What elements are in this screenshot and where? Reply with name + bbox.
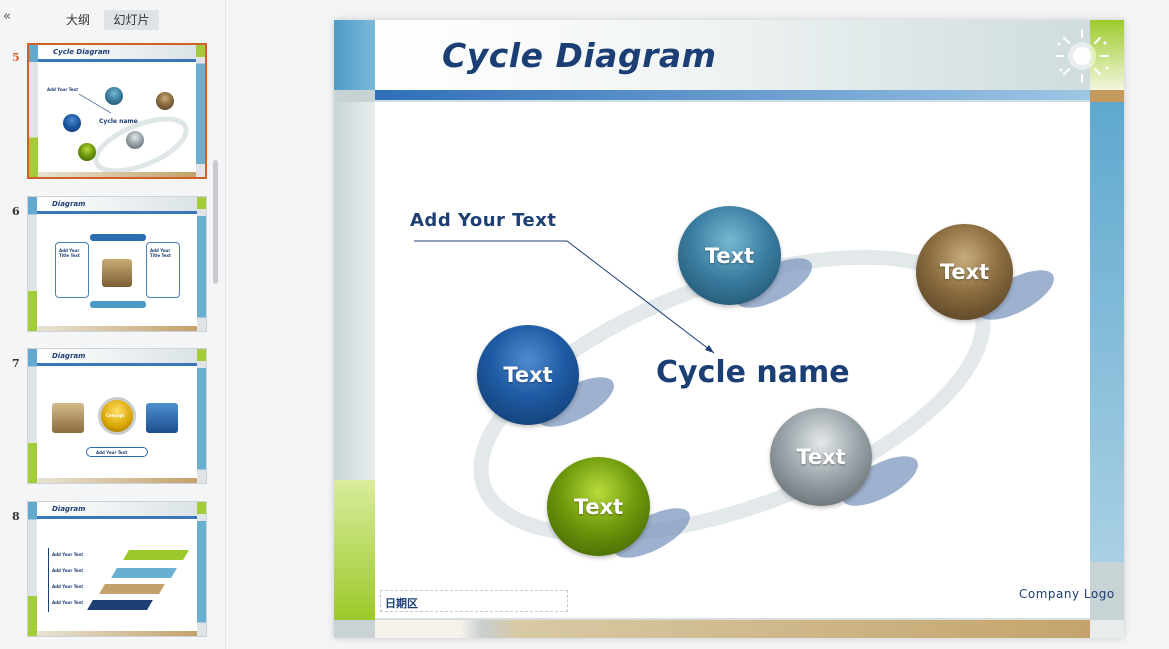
thumb-bar	[90, 301, 146, 308]
slide-thumbnail-7[interactable]: Diagram Concept Add Your Text	[27, 348, 207, 484]
thumb-label: Concept	[106, 413, 124, 418]
tab-outline[interactable]: 大纲	[60, 10, 96, 30]
thumb-node	[63, 114, 81, 132]
thumb-footer	[37, 326, 197, 331]
thumb-title: Diagram	[52, 200, 85, 208]
thumb-node	[156, 92, 174, 110]
thumb-layer	[111, 568, 177, 578]
thumb-label: Add Your Text	[52, 600, 83, 605]
thumb-decor	[197, 349, 206, 483]
node-label: Text	[796, 445, 845, 469]
company-logo-text[interactable]: Company Logo	[1019, 587, 1115, 601]
thumbnail-number: 7	[12, 357, 20, 370]
thumb-decor	[28, 197, 37, 331]
thumb-label: Add Your Text	[52, 552, 83, 557]
node-label: Text	[705, 244, 754, 268]
thumb-decor	[28, 349, 37, 483]
thumb-rule	[37, 363, 197, 366]
cycle-node-3[interactable]: Text	[916, 224, 1013, 320]
thumb-layer	[99, 584, 165, 594]
thumb-layer	[87, 600, 153, 610]
node-label: Text	[503, 363, 552, 387]
thumb-cycle-diagram	[29, 45, 207, 179]
slide-thumbnail-6[interactable]: Diagram Add Your Title Text Add Your Tit…	[27, 196, 207, 332]
panel-scrollbar[interactable]	[213, 160, 218, 284]
thumbnail-number: 6	[12, 205, 20, 218]
thumb-label: Add Your Title Text	[59, 248, 87, 258]
thumb-rule	[37, 211, 197, 214]
thumb-label: Add Your Text	[52, 568, 83, 573]
thumb-title: Diagram	[52, 505, 85, 513]
cycle-name[interactable]: Cycle name	[656, 355, 850, 390]
thumb-label: Add Your Text	[47, 87, 78, 92]
callout-text[interactable]: Add Your Text	[410, 210, 556, 231]
thumb-title: Diagram	[52, 352, 85, 360]
slide-canvas[interactable]: Cycle Diagram Add Your Text Cycle name T…	[334, 20, 1124, 638]
slide-thumbnail-5[interactable]: Cycle Diagram Add Your Text Cycle name	[27, 43, 207, 179]
thumb-decor	[197, 197, 206, 331]
collapse-panel-icon[interactable]: «	[0, 9, 14, 25]
thumb-bar	[90, 234, 146, 241]
tab-slides[interactable]: 幻灯片	[104, 10, 159, 30]
cycle-node-1[interactable]: Text	[477, 325, 579, 425]
slide-thumbnail-8[interactable]: Diagram Add Your Text Add Your Text Add …	[27, 501, 207, 637]
thumb-stack	[102, 259, 132, 287]
node-label: Text	[574, 495, 623, 519]
thumb-decor	[197, 502, 206, 636]
thumb-decor	[28, 502, 37, 636]
thumb-node	[105, 87, 123, 105]
thumb-footer	[37, 631, 197, 636]
thumb-label: Add Your Text	[52, 584, 83, 589]
thumb-stack	[146, 403, 178, 433]
thumb-layer	[123, 550, 189, 560]
thumb-axis	[48, 548, 49, 612]
thumb-label: Add Your Text	[96, 450, 127, 455]
cycle-node-5[interactable]: Text	[547, 457, 650, 556]
cycle-node-4[interactable]: Text	[770, 408, 872, 506]
thumb-label: Cycle name	[99, 118, 138, 125]
date-placeholder[interactable]: 日期区	[380, 590, 568, 612]
thumbnail-number: 8	[12, 510, 20, 523]
thumb-node	[126, 131, 144, 149]
thumb-label: Add Your Title Text	[150, 248, 178, 258]
cycle-node-2[interactable]: Text	[678, 206, 781, 305]
thumb-node	[78, 143, 96, 161]
slide-panel: « 大纲 幻灯片 5 Cycle Diagram Add Your Text C…	[0, 0, 226, 649]
thumbnail-number: 5	[12, 51, 20, 64]
thumb-stack	[52, 403, 84, 433]
thumb-footer	[38, 172, 196, 177]
thumb-footer	[37, 478, 197, 483]
cycle-orbit	[334, 20, 1124, 638]
node-label: Text	[940, 260, 989, 284]
thumb-rule	[37, 516, 197, 519]
